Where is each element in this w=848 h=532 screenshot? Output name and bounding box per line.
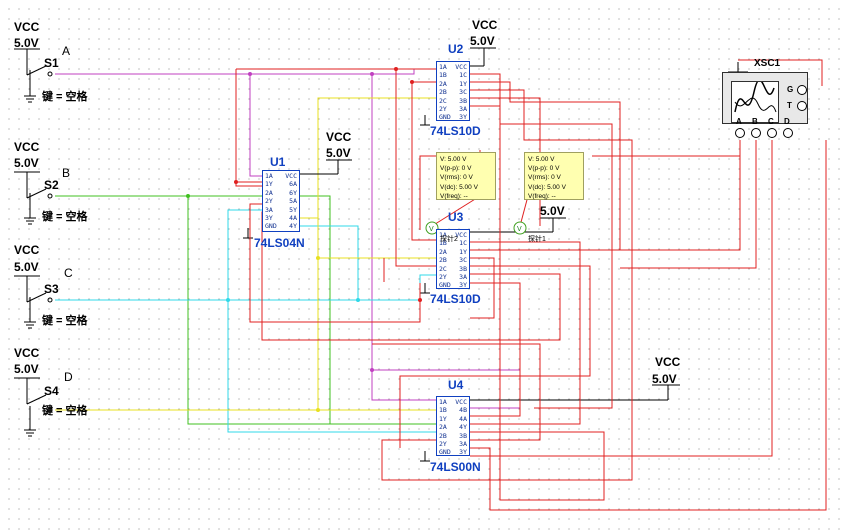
probe2-readout[interactable]: V: 5.00 V V(p-p): 0 V V(rms): 0 V V(dc):… xyxy=(436,152,496,200)
key-label-s3: 键 = 空格 xyxy=(42,315,88,327)
key-label-s2: 键 = 空格 xyxy=(42,211,88,223)
probe1-label: 探针1 xyxy=(528,236,546,243)
probe2-label: 探针2 xyxy=(440,236,458,243)
chip-part-u3: 74LS10D xyxy=(430,292,481,306)
chip-part-u2: 74LS10D xyxy=(430,124,481,138)
volt-label-u3: 5.0V xyxy=(540,204,565,218)
chip-ref-u2: U2 xyxy=(448,42,464,56)
scope-ch-d-label: D xyxy=(784,117,790,126)
vcc-label-1: VCC xyxy=(14,20,40,34)
scope-ch-a-terminal[interactable] xyxy=(735,128,745,138)
volt-label-3: 5.0V xyxy=(14,260,39,274)
switch-name-s2[interactable]: S2 xyxy=(44,178,59,192)
chip-ref-u4: U4 xyxy=(448,378,464,392)
switch-name-s4[interactable]: S4 xyxy=(44,384,59,398)
vcc-label-u4: VCC xyxy=(655,355,681,369)
volt-label-u2: 5.0V xyxy=(470,34,495,48)
scope-screen xyxy=(731,79,779,123)
vcc-label-2: VCC xyxy=(14,140,40,154)
switch-letter-d: D xyxy=(64,370,73,384)
chip-ref-u1: U1 xyxy=(270,155,286,169)
wires xyxy=(55,59,827,511)
volt-label-1: 5.0V xyxy=(14,36,39,50)
switch-name-s1[interactable]: S1 xyxy=(44,56,59,70)
scope-g-terminal[interactable] xyxy=(797,85,807,95)
key-label-s4: 键 = 空格 xyxy=(42,405,88,417)
oscilloscope-xsc1[interactable]: A B C D G T xyxy=(722,72,808,126)
scope-ch-c-label: C xyxy=(768,117,774,126)
chip-ref-u3: U3 xyxy=(448,210,464,224)
vcc-label-u1: VCC xyxy=(326,130,352,144)
volt-label-2: 5.0V xyxy=(14,156,39,170)
scope-ch-c-terminal[interactable] xyxy=(767,128,777,138)
scope-ch-a-label: A xyxy=(736,117,742,126)
volt-label-u1: 5.0V xyxy=(326,146,351,160)
svg-text:V: V xyxy=(429,226,434,233)
switch-graphics xyxy=(14,47,748,462)
scope-ch-d-terminal[interactable] xyxy=(783,128,793,138)
chip-part-u4: 74LS00N xyxy=(430,460,481,474)
vcc-label-3: VCC xyxy=(14,243,40,257)
switch-letter-a: A xyxy=(62,44,71,58)
scope-t-terminal[interactable] xyxy=(797,101,807,111)
switch-name-s3[interactable]: S3 xyxy=(44,282,59,296)
probe1-readout[interactable]: V: 5.00 V V(p-p): 0 V V(rms): 0 V V(dc):… xyxy=(524,152,584,200)
key-label-s1: 键 = 空格 xyxy=(42,91,88,103)
scope-wave-icon xyxy=(734,79,777,113)
switch-letter-c: C xyxy=(64,266,73,280)
vcc-label-4: VCC xyxy=(14,346,40,360)
scope-ch-b-terminal[interactable] xyxy=(751,128,761,138)
junction-dots xyxy=(186,67,422,412)
switch-letter-b: B xyxy=(62,166,71,180)
scope-g-label: G xyxy=(787,85,794,94)
scope-t-label: T xyxy=(787,101,792,110)
chip-part-u1: 74LS04N xyxy=(254,236,305,250)
vcc-label-u2: VCC xyxy=(472,18,498,32)
probe-markers: V V xyxy=(425,221,527,235)
volt-label-u4: 5.0V xyxy=(652,372,677,386)
svg-text:V: V xyxy=(517,226,522,233)
scope-ref: XSC1 xyxy=(754,58,781,69)
volt-label-4: 5.0V xyxy=(14,362,39,376)
scope-ch-b-label: B xyxy=(752,117,758,126)
